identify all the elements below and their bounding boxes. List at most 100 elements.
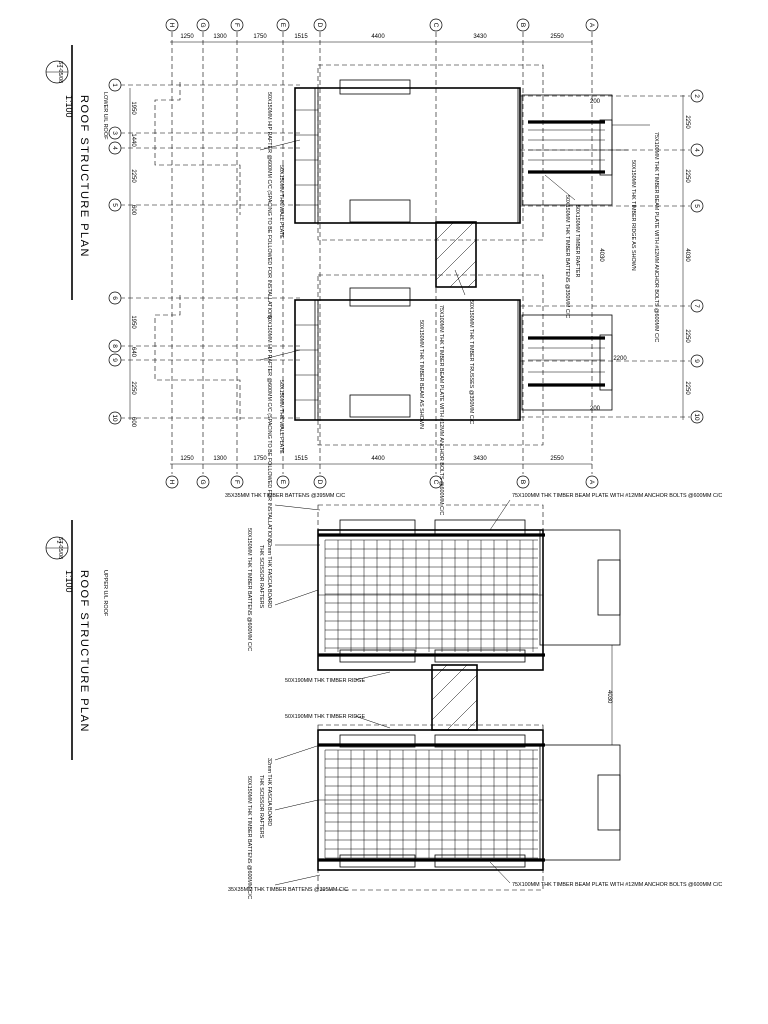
upper-eave-strip: [294, 87, 316, 224]
upper-roof-outline: [317, 64, 544, 241]
dim-label: 2550: [550, 456, 564, 462]
grid-bubble-C: [429, 18, 443, 32]
grid-row-label-8: 8: [111, 344, 118, 348]
plan1-notes: 75X100MM THK TIMBER BEAM PLATE WITH #12M…: [259, 92, 659, 542]
grid-label-G: G: [199, 479, 206, 484]
plan1-title: ROOF STRUCTURE PLAN: [78, 95, 90, 258]
plan1-sheet-ref: ST-05/08: [57, 61, 63, 83]
plan2-notes: 35X35MM THK TIMBER BATTENS @395MM C/C 32…: [225, 493, 722, 899]
grid-row-bubble-2: [690, 89, 704, 103]
grid-row-bubble-4: [690, 143, 704, 157]
dim-label: 1950: [130, 315, 136, 329]
grid-bubble-A: [585, 475, 599, 489]
grid-label-A: A: [588, 23, 595, 28]
grid-label-E: E: [279, 23, 286, 28]
note-battens-bottom2: 50X150MM THK TIMBER BATTENS @600MM C/C: [246, 776, 252, 899]
grid-label-G: G: [199, 22, 206, 27]
plan1-subtitle: LOWER U/L ROOF: [102, 92, 108, 140]
grid-bubble-F: [230, 475, 244, 489]
grid-row-bubble-9: [108, 353, 122, 367]
upper-bottom-opening: [349, 199, 411, 223]
grid-row-label-10: 10: [693, 413, 700, 421]
grid-row-label-5: 5: [693, 204, 700, 208]
note-rafter: 50X150MM TIMBER RAFTER: [574, 205, 580, 277]
lower-annex: [521, 314, 613, 411]
grid-bubble-D: [313, 18, 327, 32]
lower-top-opening: [349, 287, 411, 307]
note-trusses: 50X150MM THK TIMBER TRUSSES @350MM C/C: [468, 300, 474, 424]
upper-top-opening: [339, 79, 411, 95]
plan2-bottom-opening: [434, 649, 526, 663]
note-beam-mid: 50X150MM THK TIMBER BEAM AS SHOWN: [418, 320, 424, 429]
leader-line: [274, 504, 321, 511]
plan2-title: ROOF STRUCTURE PLAN: [78, 570, 90, 733]
dim-label: 1250: [180, 456, 194, 462]
plan2-batten-grid: [324, 539, 538, 859]
plan1-scale: 1:100: [64, 95, 74, 118]
lower-bottom-opening: [349, 394, 411, 418]
plan1-dimension-labels: 1250125013001300175017501515151544004400…: [130, 34, 690, 462]
leader-line: [544, 174, 576, 201]
grid-label-E: E: [279, 480, 286, 485]
hatch-line: [446, 699, 478, 731]
grid-bubble-B: [516, 18, 530, 32]
bridge-hatched: [435, 221, 477, 288]
plan2-upper-annex-end: [597, 559, 621, 616]
note-battens-bottom: 35X35MM THK TIMBER BATTENS @395MM C/C: [228, 887, 348, 893]
lower-wall-plate: [294, 299, 521, 421]
dim-label: 2250: [684, 169, 690, 183]
note-beam-plate-bottom: 75X100MM THK TIMBER BEAM PLATE WITH #12M…: [512, 882, 722, 888]
grid-bubble-B: [516, 475, 530, 489]
grid-label-F: F: [233, 23, 240, 27]
plan2-title-block: 2 ST-05/08 ROOF STRUCTURE PLAN 1:100 UPP…: [45, 520, 108, 760]
upper-wall-plate: [294, 87, 521, 224]
grid-bubble-F: [230, 18, 244, 32]
dim-label: 200: [590, 406, 601, 412]
plan2-top-opening: [339, 519, 416, 535]
dim-4030: 4030: [606, 690, 612, 704]
plan2-subtitle: UPPER U/L ROOF: [102, 570, 108, 617]
dim-label: 1750: [253, 456, 267, 462]
grid-label-H: H: [168, 480, 175, 485]
annex-end: [599, 334, 613, 391]
hatch-line: [431, 664, 448, 681]
dim-label: 1515: [294, 456, 308, 462]
plan2-top-opening: [339, 734, 416, 748]
dim-label: 600: [130, 417, 136, 428]
plan1-callout-number: 1: [55, 64, 61, 67]
note-hip-lower: 50X150MM HIP RAFTER @600MM C/C (SPACING …: [266, 315, 272, 542]
note-wall-plate-upper: 50X150MM THK WALL PLATE: [278, 165, 284, 239]
dim-label: 4400: [371, 34, 385, 40]
plan2-bottom-opening: [339, 854, 416, 868]
hatch-line: [449, 260, 477, 288]
dim-label: 1750: [253, 34, 267, 40]
dim-label: 2250: [684, 329, 690, 343]
dim-label: 1950: [130, 101, 136, 115]
dim-label: 2550: [550, 34, 564, 40]
grid-label-C: C: [432, 480, 439, 485]
note-beam-plate-mid: 75X100MM THK TIMBER BEAM PLATE WITH #12M…: [438, 305, 444, 515]
note-ridge-top: 50X190MM THK TIMBER RIDGE: [285, 678, 365, 684]
plan2-structure: [317, 504, 621, 891]
lower-eave-strip: [294, 299, 316, 421]
grid-label-F: F: [233, 480, 240, 484]
leader-line: [259, 139, 301, 151]
grid-row-bubble-4: [108, 141, 122, 155]
grid-row-bubble-7: [690, 299, 704, 313]
plan2-top-opening: [434, 734, 526, 748]
dim-label: 3430: [473, 456, 487, 462]
note-fascia-top: 32mm THK FASCIA BOARD: [266, 540, 272, 608]
dim-label: 4400: [371, 456, 385, 462]
note-scissor-top: THK SCISSOR RAFTERS: [258, 545, 264, 609]
grid-row-bubble-5: [108, 198, 122, 212]
hatch-line: [435, 239, 477, 281]
dim-label: 1250: [180, 34, 194, 40]
leader-line: [354, 671, 391, 681]
dim-label: 4030: [598, 248, 604, 262]
dim-label: 200: [590, 99, 601, 105]
dim-label: 2250: [130, 381, 136, 395]
note-beam-plate: 75X100MM THK TIMBER BEAM PLATE WITH #12M…: [653, 132, 659, 342]
hatch-line: [435, 221, 455, 241]
note-battens-top2: 50X150MM THK TIMBER BATTENS @600MM C/C: [246, 528, 252, 651]
